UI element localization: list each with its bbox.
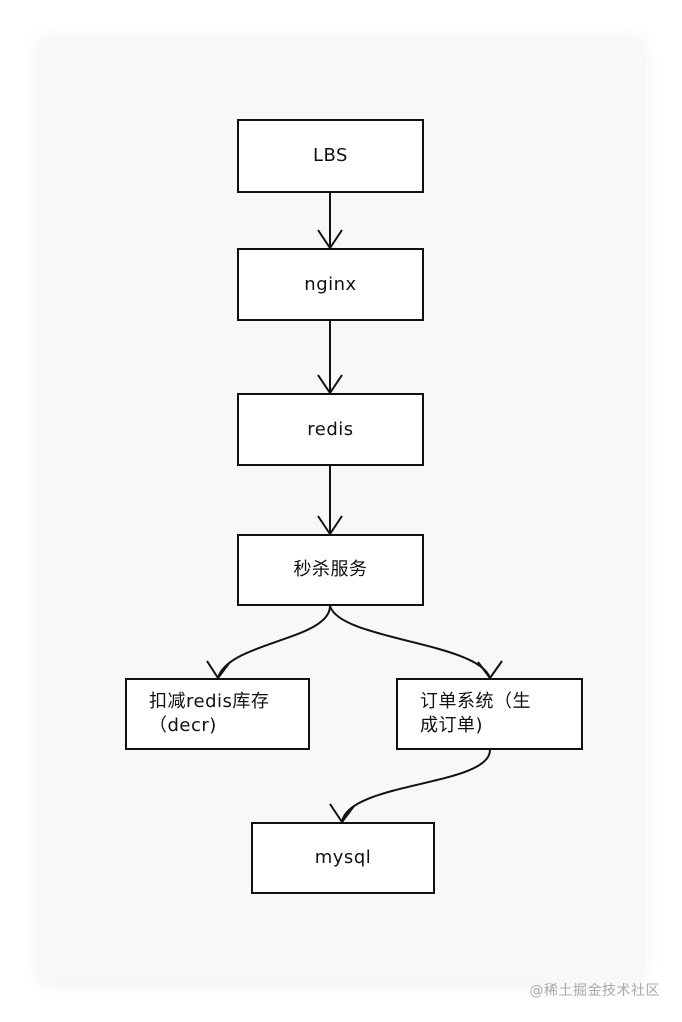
node-redis-label: redis xyxy=(307,418,354,440)
node-mysql: mysql xyxy=(251,822,435,894)
node-order-system-label: 订单系统（生 成订单) xyxy=(420,691,531,736)
node-nginx-label: nginx xyxy=(304,273,357,295)
node-mysql-label: mysql xyxy=(314,847,372,868)
edge-redis-seckill xyxy=(317,466,343,536)
node-lbs-label: LBS xyxy=(313,145,348,166)
edge-lbs-nginx xyxy=(317,193,343,250)
node-nginx: nginx xyxy=(237,248,424,321)
edge-order-mysql xyxy=(329,749,491,824)
node-lbs: LBS xyxy=(237,119,424,193)
watermark: @稀土掘金技术社区 xyxy=(529,983,660,999)
node-deduct-redis-stock-label: 扣减redis库存 （decr) xyxy=(149,691,270,736)
edge-nginx-redis xyxy=(317,321,343,395)
edge-seckill-deduct xyxy=(206,605,331,680)
node-order-system: 订单系统（生 成订单) xyxy=(396,678,583,750)
node-redis: redis xyxy=(237,393,424,466)
node-seckill-service: 秒杀服务 xyxy=(237,534,424,606)
edge-seckill-order xyxy=(329,605,503,680)
node-seckill-service-label: 秒杀服务 xyxy=(293,559,368,580)
node-deduct-redis-stock: 扣减redis库存 （decr) xyxy=(125,678,310,750)
